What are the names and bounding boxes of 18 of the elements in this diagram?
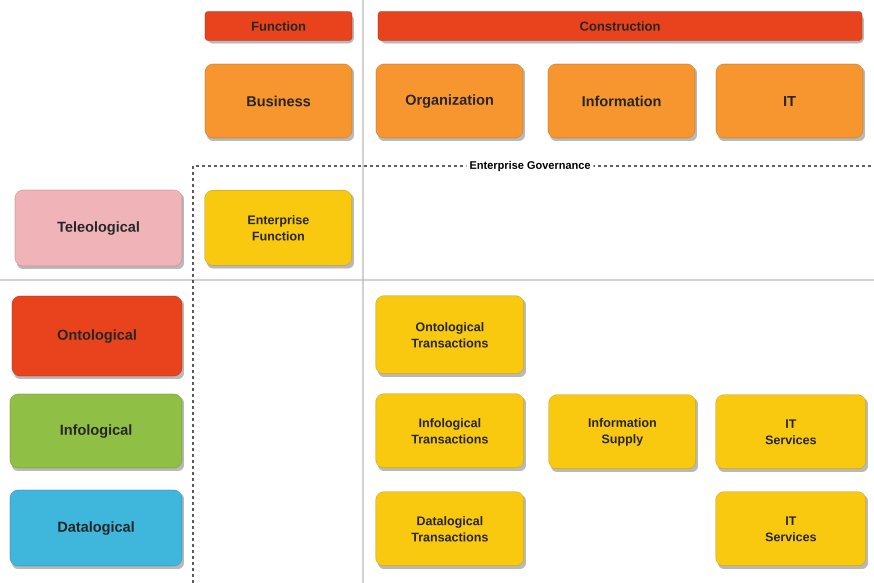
category-box: IT xyxy=(716,64,866,141)
layer-box: Teleological xyxy=(14,190,184,269)
header-bar: Function xyxy=(204,11,354,44)
function-box: Information Supply xyxy=(548,394,698,472)
function-box: Datalogical Transactions xyxy=(376,492,526,569)
layer-box: Datalogical xyxy=(10,490,184,569)
function-box: IT Services xyxy=(716,492,868,569)
function-box: Enterprise Function xyxy=(204,190,354,268)
category-box: Information xyxy=(548,64,698,141)
node-label: Enterprise Governance xyxy=(470,160,590,172)
layer-box: Ontological xyxy=(12,296,184,379)
header-bar: Construction xyxy=(378,11,864,44)
function-box: Infological Transactions xyxy=(376,394,526,471)
category-box: Organization xyxy=(376,64,525,141)
layer-box: Infological xyxy=(10,394,184,471)
function-box: Ontological Transactions xyxy=(376,296,526,377)
category-box: Business xyxy=(204,64,354,141)
function-box: IT Services xyxy=(716,394,868,472)
